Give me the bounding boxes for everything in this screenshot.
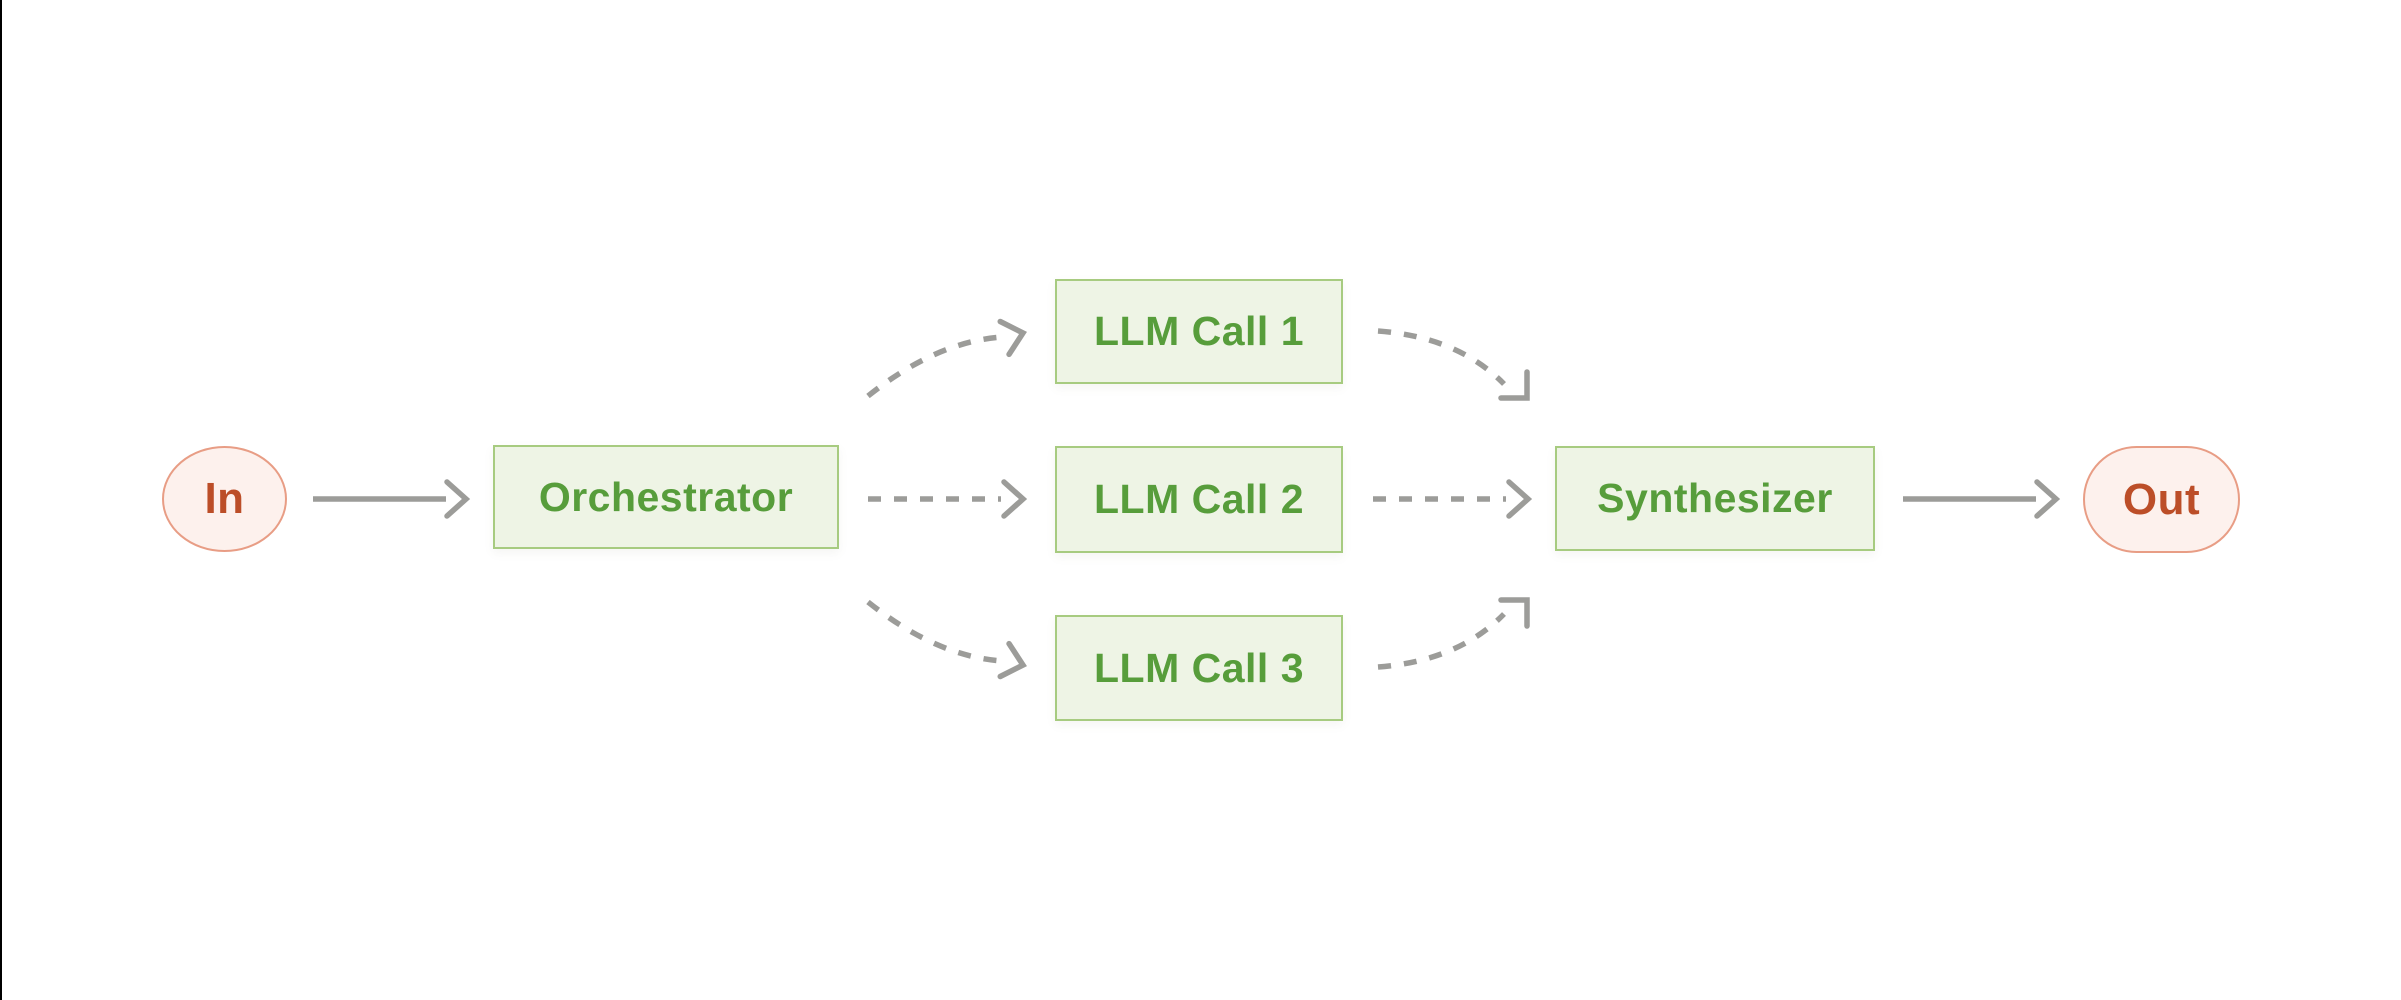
- arrow-synthesizer-to-out: [1903, 479, 2061, 519]
- arrow-in-to-orchestrator: [313, 479, 471, 519]
- node-synthesizer: Synthesizer: [1555, 446, 1875, 551]
- node-out: Out: [2083, 446, 2240, 553]
- arrow-orchestrator-to-llm-call-3: [866, 599, 1027, 680]
- node-llm-call-1-label: LLM Call 1: [1093, 308, 1305, 354]
- arrow-llm-call-1-to-synthesizer: [1377, 328, 1530, 401]
- node-llm-call-3-label: LLM Call 3: [1093, 644, 1305, 691]
- node-llm-call-2: LLM Call 2: [1055, 446, 1343, 553]
- node-llm-call-3: LLM Call 3: [1055, 615, 1343, 721]
- arrow-llm-call-2-to-synthesizer: [1373, 479, 1533, 519]
- node-llm-call-1: LLM Call 1: [1055, 279, 1343, 384]
- arrow-orchestrator-to-llm-call-2: [868, 479, 1028, 519]
- node-orchestrator-label: Orchestrator: [538, 473, 794, 520]
- node-in: In: [162, 446, 287, 552]
- arrow-llm-call-3-to-synthesizer: [1377, 597, 1530, 670]
- node-synthesizer-label: Synthesizer: [1597, 475, 1833, 521]
- node-in-label: In: [204, 474, 245, 523]
- arrow-orchestrator-to-llm-call-1: [866, 318, 1027, 399]
- node-orchestrator: Orchestrator: [493, 445, 839, 549]
- node-llm-call-2-label: LLM Call 2: [1093, 476, 1305, 522]
- node-out-label: Out: [2122, 474, 2201, 524]
- left-edge-line: [0, 0, 2, 1000]
